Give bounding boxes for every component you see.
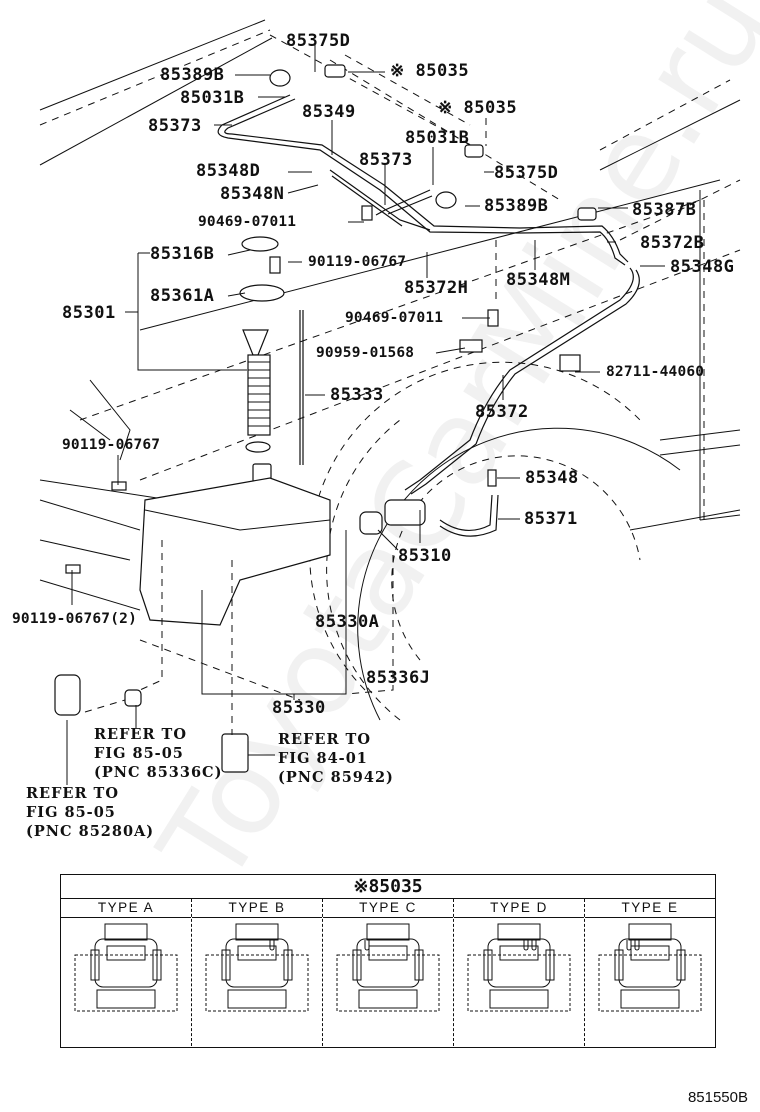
callout-85031B-secondary[interactable]: 85031B xyxy=(405,128,470,148)
callout-85348M[interactable]: 85348M xyxy=(506,270,571,290)
type-column-c: TYPE C xyxy=(323,899,454,1046)
type-column-e: TYPE E xyxy=(585,899,715,1046)
callout-90959-01568[interactable]: 90959-01568 xyxy=(316,345,415,361)
callout-85336J[interactable]: 85336J xyxy=(366,668,431,688)
callout-85389B-secondary[interactable]: 85389B xyxy=(484,196,549,216)
callout-85035-secondary[interactable]: ※ 85035 xyxy=(438,98,518,118)
callout-85348N[interactable]: 85348N xyxy=(220,184,285,204)
callout-85330[interactable]: 85330 xyxy=(272,698,326,718)
type-header: TYPE E xyxy=(585,899,715,918)
type-header: TYPE B xyxy=(192,899,322,918)
type-column-d: TYPE D xyxy=(454,899,585,1046)
callout-85348G[interactable]: 85348G xyxy=(670,257,735,277)
type-header: TYPE D xyxy=(454,899,584,918)
type-column-a: TYPE A xyxy=(61,899,192,1046)
callout-85387B[interactable]: 85387B xyxy=(632,200,697,220)
callout-82711-44060[interactable]: 82711-44060 xyxy=(606,364,705,380)
figure-id: 851550B xyxy=(687,1089,748,1106)
callout-85031B[interactable]: 85031B xyxy=(180,88,245,108)
connector-type-b-icon xyxy=(205,923,309,1012)
type-table: ※85035 TYPE A TYPE B TYPE C TYPE D TYPE … xyxy=(60,874,716,1048)
callout-90119-06767[interactable]: 90119-06767 xyxy=(308,254,407,270)
callout-85333[interactable]: 85333 xyxy=(330,385,384,405)
callout-85316B[interactable]: 85316B xyxy=(150,244,215,264)
callout-85389B[interactable]: 85389B xyxy=(160,65,225,85)
reference-note-85280A[interactable]: REFER TO FIG 85-05 (PNC 85280A) xyxy=(26,785,155,840)
callout-90469-07011[interactable]: 90469-07011 xyxy=(198,214,297,230)
callout-85361A[interactable]: 85361A xyxy=(150,286,215,306)
callout-85349[interactable]: 85349 xyxy=(302,102,356,122)
filler-bellows xyxy=(247,354,271,436)
type-column-b: TYPE B xyxy=(192,899,323,1046)
callout-85375D-secondary[interactable]: 85375D xyxy=(494,163,559,183)
callout-85301[interactable]: 85301 xyxy=(62,303,116,323)
washer-hoses xyxy=(217,94,640,537)
connector-type-d-icon xyxy=(467,923,571,1012)
callout-85330A[interactable]: 85330A xyxy=(315,612,380,632)
reference-note-85942[interactable]: REFER TO FIG 84-01 (PNC 85942) xyxy=(278,731,394,786)
leader-lines xyxy=(66,45,665,785)
callout-85373[interactable]: 85373 xyxy=(148,116,202,136)
connector-type-c-icon xyxy=(336,923,440,1012)
connector-type-a-icon xyxy=(74,923,178,1012)
callout-85035[interactable]: ※ 85035 xyxy=(390,61,470,81)
callout-90119-06767-secondary[interactable]: 90119-06767 xyxy=(62,437,161,453)
callout-85372H[interactable]: 85372H xyxy=(404,278,469,298)
type-table-title: ※85035 xyxy=(61,875,715,899)
callout-85371[interactable]: 85371 xyxy=(524,509,578,529)
type-header: TYPE A xyxy=(61,899,191,918)
callout-85348[interactable]: 85348 xyxy=(525,468,579,488)
callout-85372[interactable]: 85372 xyxy=(475,402,529,422)
callout-90119-06767-qty2[interactable]: 90119-06767(2) xyxy=(12,611,138,627)
callout-85310[interactable]: 85310 xyxy=(398,546,452,566)
part-shapes xyxy=(54,64,597,773)
callout-85375D[interactable]: 85375D xyxy=(286,31,351,51)
type-header: TYPE C xyxy=(323,899,453,918)
callout-90469-07011-secondary[interactable]: 90469-07011 xyxy=(345,310,444,326)
callout-85372B[interactable]: 85372B xyxy=(640,233,705,253)
reference-note-85336C[interactable]: REFER TO FIG 85-05 (PNC 85336C) xyxy=(94,726,223,781)
callout-85373-secondary[interactable]: 85373 xyxy=(359,150,413,170)
callout-85348D[interactable]: 85348D xyxy=(196,161,261,181)
connector-type-e-icon xyxy=(598,923,702,1012)
